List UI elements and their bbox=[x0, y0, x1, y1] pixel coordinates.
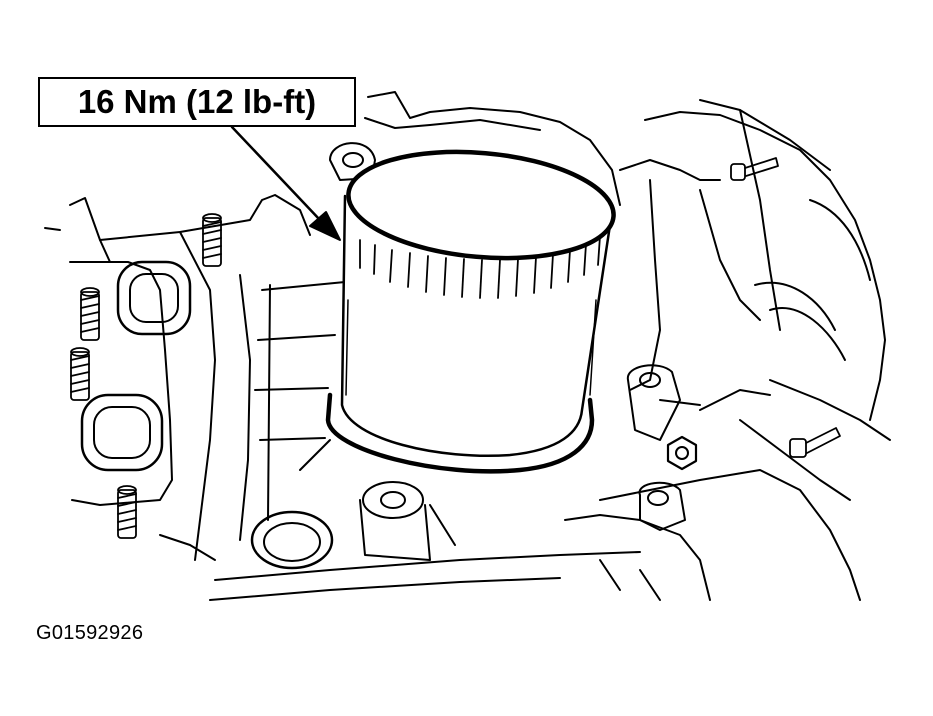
hex-nut-icon bbox=[666, 435, 698, 471]
manifold-port-gaskets bbox=[80, 260, 192, 472]
filter-adapter-boss bbox=[250, 481, 456, 570]
figure-id-label: G01592926 bbox=[36, 622, 144, 644]
arrow-pointer-icon bbox=[230, 125, 341, 241]
threaded-stud-icon bbox=[70, 157, 841, 539]
engine-block-outline bbox=[44, 91, 891, 601]
oil-filter-icon bbox=[325, 149, 616, 474]
torque-spec-callout: 16 Nm (12 lb-ft) bbox=[38, 77, 356, 127]
